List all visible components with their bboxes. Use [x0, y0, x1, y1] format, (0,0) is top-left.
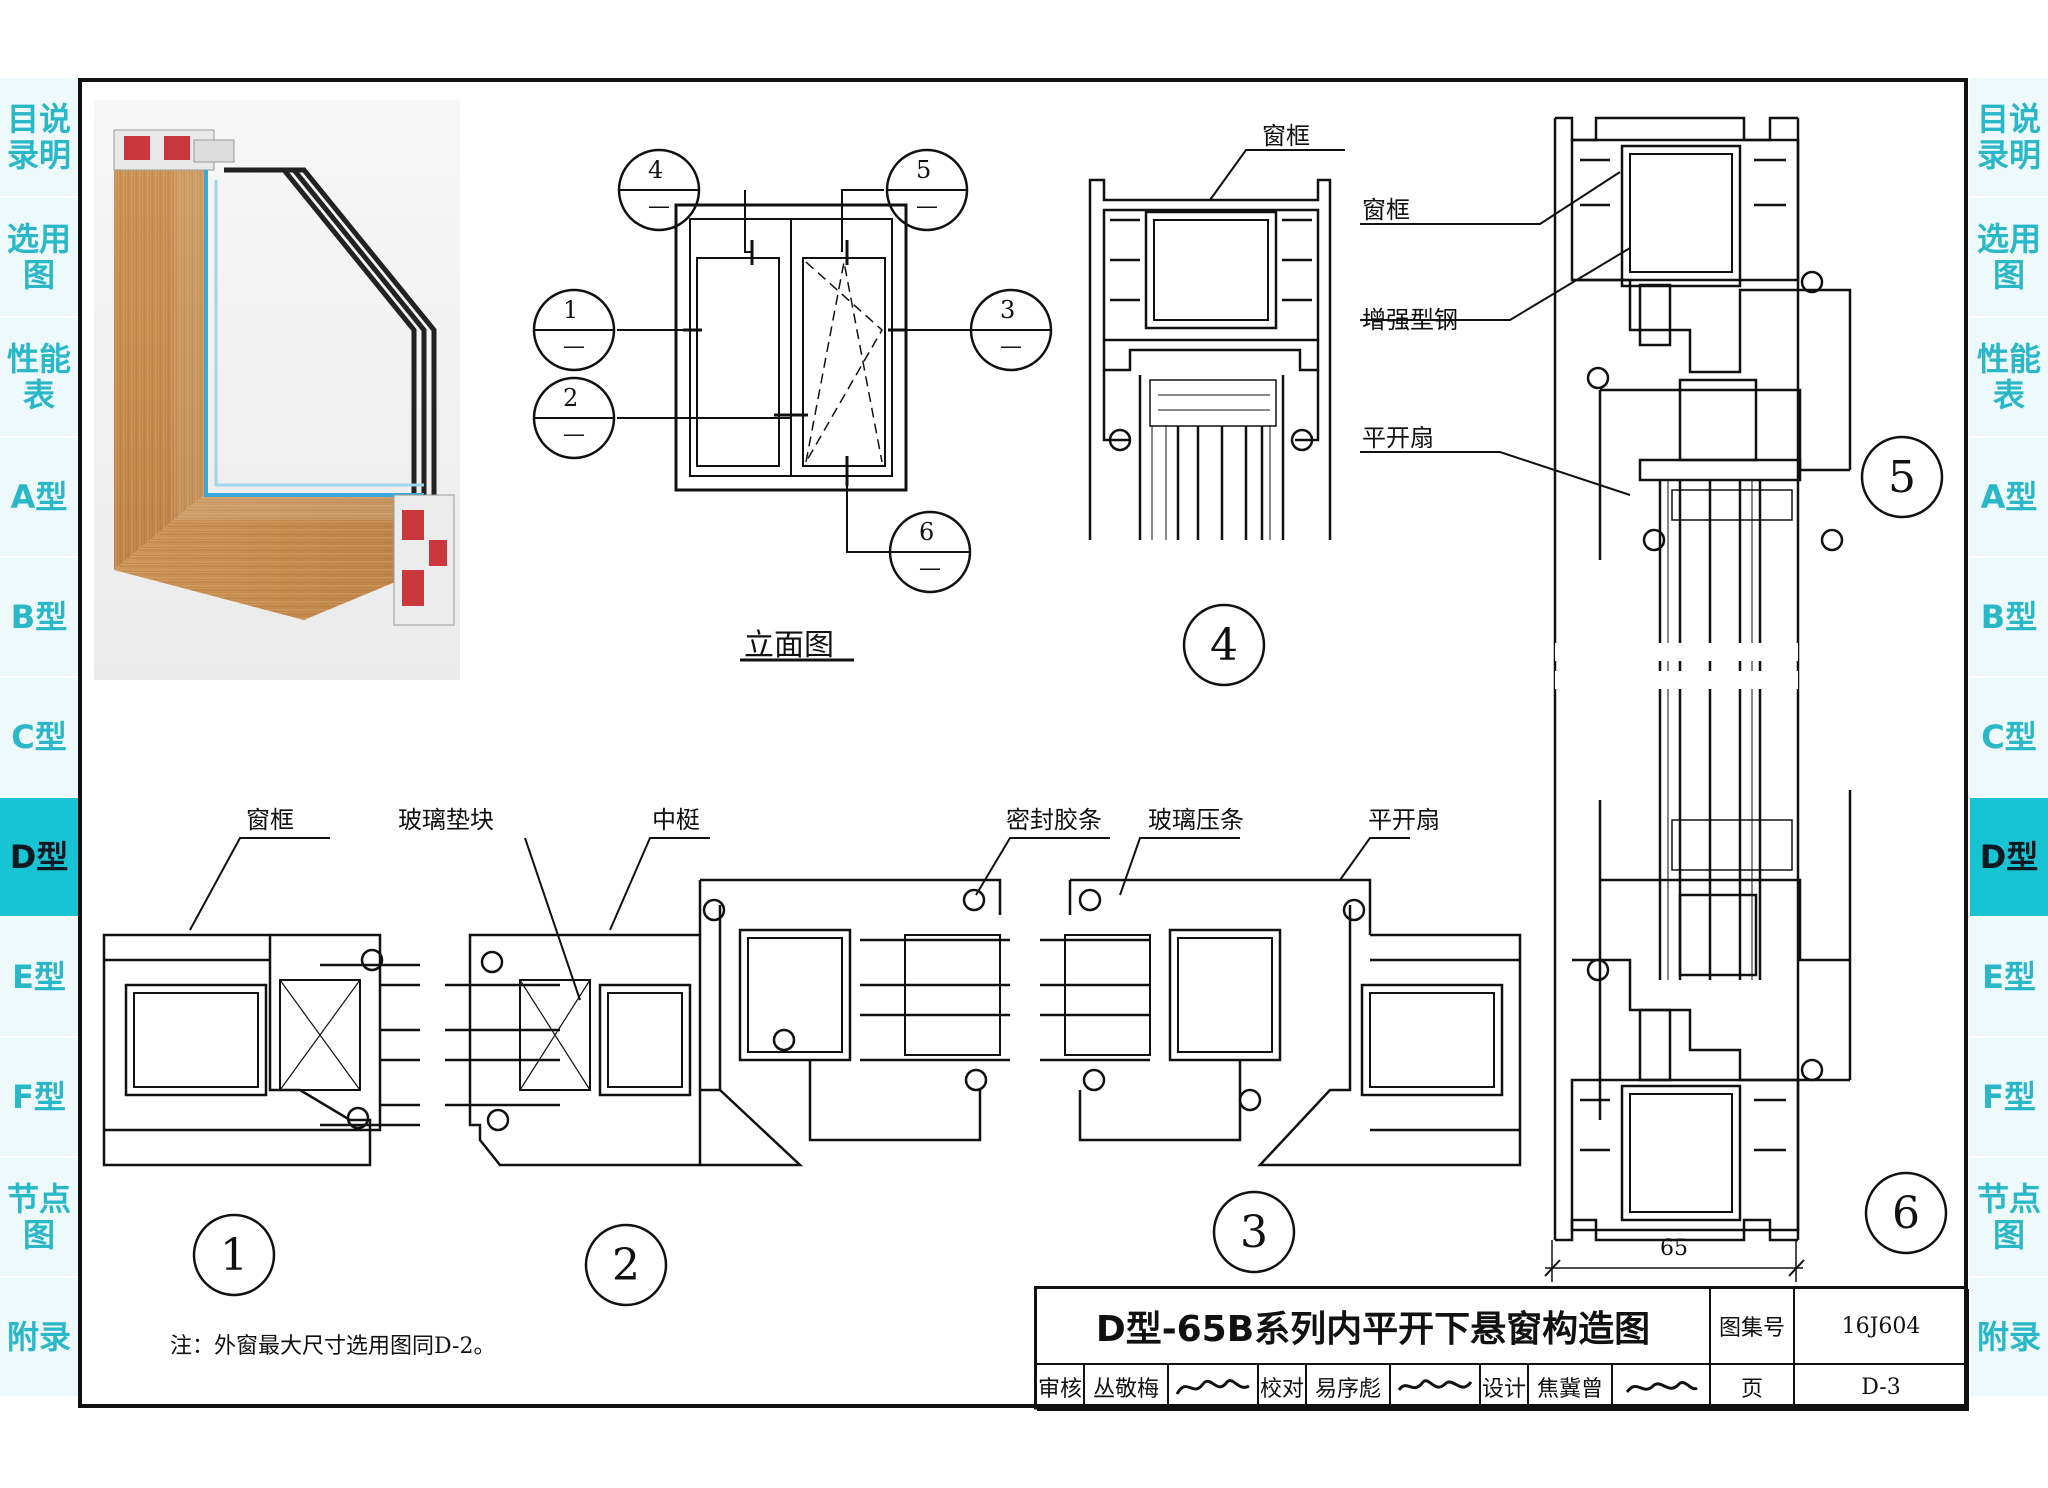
section-5-6-drawing — [1360, 116, 1948, 1282]
reviewer-signature — [1169, 1365, 1259, 1411]
label-frame-bottom: 窗框 — [246, 806, 294, 834]
tab-type-f[interactable]: F型 — [1970, 1038, 2048, 1158]
marker-1-sub: — — [563, 334, 585, 359]
elevation-title: 立面图 — [744, 628, 834, 663]
section-4-drawing — [1088, 149, 1345, 687]
label-mullion: 中梃 — [652, 806, 700, 834]
review-label: 审核 — [1037, 1365, 1085, 1411]
detail-5-num: 5 — [1888, 452, 1916, 503]
label-frame-top: 窗框 — [1262, 122, 1310, 150]
tab-performance[interactable]: 性能表 — [0, 318, 78, 438]
label-steel: 增强型钢 — [1362, 306, 1458, 334]
marker-5-num: 5 — [916, 156, 932, 184]
profile-photo — [94, 100, 460, 680]
tab-contents[interactable]: 目说录明 — [1970, 78, 2048, 198]
marker-3-sub: — — [1000, 334, 1022, 359]
atlas-number: 16J604 — [1795, 1289, 1969, 1365]
designer-signature — [1613, 1365, 1711, 1411]
label-casement-right: 平开扇 — [1362, 424, 1434, 452]
title-block: D型-65B系列内平开下悬窗构造图 图集号 16J604 审核 丛敬梅 校对 易… — [1034, 1286, 1969, 1411]
design-label: 设计 — [1481, 1365, 1529, 1411]
marker-4-num: 4 — [648, 156, 664, 184]
detail-4-num: 4 — [1210, 620, 1238, 671]
label-casement-bottom: 平开扇 — [1368, 806, 1440, 834]
tab-appendix[interactable]: 附录 — [1970, 1278, 2048, 1398]
label-frame-right: 窗框 — [1362, 196, 1410, 224]
tab-type-c[interactable]: C型 — [0, 678, 78, 798]
reviewer-name: 丛敬梅 — [1085, 1365, 1169, 1411]
marker-3-num: 3 — [1000, 296, 1016, 324]
check-label: 校对 — [1259, 1365, 1307, 1411]
marker-5-sub: — — [916, 194, 938, 219]
tab-selection[interactable]: 选用图 — [0, 198, 78, 318]
tab-contents[interactable]: 目说录明 — [0, 78, 78, 198]
atlas-label: 图集号 — [1711, 1289, 1795, 1365]
detail-6-num: 6 — [1892, 1188, 1920, 1239]
tab-type-c[interactable]: C型 — [1970, 678, 2048, 798]
dimension-65: 65 — [1660, 1236, 1688, 1261]
checker-name: 易序彪 — [1307, 1365, 1391, 1411]
checker-signature — [1391, 1365, 1481, 1411]
label-seal: 密封胶条 — [1006, 806, 1102, 834]
drawing-title: D型-65B系列内平开下悬窗构造图 — [1037, 1289, 1711, 1365]
tab-performance[interactable]: 性能表 — [1970, 318, 2048, 438]
label-bead: 玻璃压条 — [1148, 806, 1244, 834]
page-label: 页 — [1711, 1365, 1795, 1411]
tab-type-e[interactable]: E型 — [1970, 918, 2048, 1038]
detail-1-num: 1 — [220, 1230, 248, 1281]
tab-type-b[interactable]: B型 — [0, 558, 78, 678]
marker-4-sub: — — [648, 194, 670, 219]
right-tab-strip: 目说录明 选用图 性能表 A型 B型 C型 D型 E型 F型 节点图 附录 — [1970, 78, 2048, 1398]
tab-type-d[interactable]: D型 — [1970, 798, 2048, 918]
tab-type-a[interactable]: A型 — [0, 438, 78, 558]
signature-icon — [1175, 1379, 1250, 1395]
tab-type-e[interactable]: E型 — [0, 918, 78, 1038]
marker-6-sub: — — [919, 556, 941, 581]
detail-3-num: 3 — [1240, 1207, 1268, 1258]
tab-nodes[interactable]: 节点图 — [1970, 1158, 2048, 1278]
detail-2-num: 2 — [612, 1240, 640, 1291]
elevation-drawing — [532, 148, 1053, 662]
signature-icon — [1625, 1381, 1698, 1393]
tab-nodes[interactable]: 节点图 — [0, 1158, 78, 1278]
tab-appendix[interactable]: 附录 — [0, 1278, 78, 1398]
drawing-frame — [78, 78, 1968, 1408]
marker-1-num: 1 — [563, 296, 579, 324]
tab-type-a[interactable]: A型 — [1970, 438, 2048, 558]
note-text: 注：外窗最大尺寸选用图同D-2。 — [170, 1334, 496, 1359]
tab-type-b[interactable]: B型 — [1970, 558, 2048, 678]
marker-6-num: 6 — [919, 518, 935, 546]
marker-2-sub: — — [563, 422, 585, 447]
tab-type-f[interactable]: F型 — [0, 1038, 78, 1158]
tab-type-d[interactable]: D型 — [0, 798, 78, 918]
horizontal-sections-drawing — [102, 837, 1522, 1307]
left-tab-strip: 目说录明 选用图 性能表 A型 B型 C型 D型 E型 F型 节点图 附录 — [0, 78, 78, 1398]
label-spacer: 玻璃垫块 — [398, 806, 494, 834]
designer-name: 焦冀曾 — [1529, 1365, 1613, 1411]
tab-selection[interactable]: 选用图 — [1970, 198, 2048, 318]
marker-2-num: 2 — [563, 384, 579, 412]
signature-icon — [1397, 1379, 1473, 1391]
page-number: D-3 — [1795, 1365, 1969, 1411]
window-corner-image — [113, 129, 455, 626]
